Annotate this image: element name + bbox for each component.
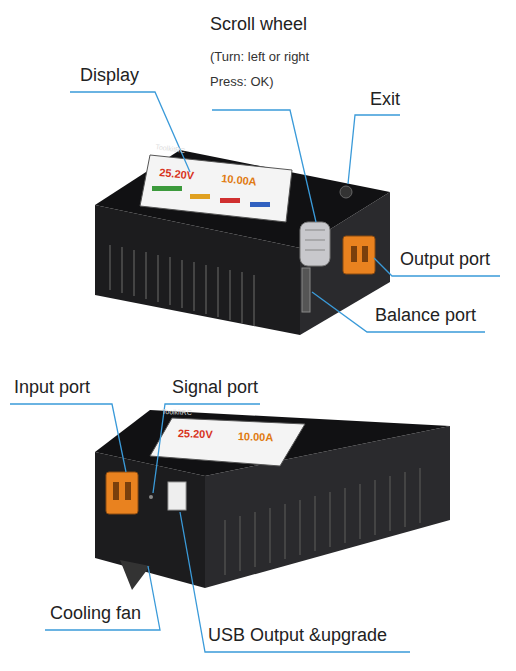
part-label: Cooling fan [50,603,141,624]
part-label: USB Output &upgrade [208,625,387,646]
usb-port [168,482,186,510]
scroll-wheel [300,222,330,266]
brand-mark: ToolkitRC [162,408,192,417]
charger-top-view [95,150,390,335]
part-label: Exit [370,89,400,110]
balance-port [302,268,310,312]
screen-bar [250,202,270,207]
exit-button [340,186,352,198]
vents [110,245,254,326]
part-label: Display [80,65,139,86]
part-label: Balance port [375,305,476,326]
charger-rear-view [95,410,450,590]
display-screen [140,155,292,222]
part-label: Scroll wheel [210,14,307,35]
leader-lines [10,92,500,652]
top-face [95,150,390,248]
foot [120,560,150,590]
output-port [343,236,375,274]
usage-note: (Turn: left or right Press: OK) [210,44,345,94]
part-label: Signal port [172,377,258,398]
vents [225,468,420,575]
part-label: Output port [400,249,490,270]
brand-mark: ToolkitRC [155,143,186,155]
part-label: Input port [14,377,90,398]
screen-current: 10.00A [221,172,258,188]
screen-voltage: 25.20V [178,427,213,440]
screen-current: 10.00A [238,430,274,443]
screen-bar [152,186,182,191]
screen-voltage: 25.20V [159,166,195,182]
display-screen [150,418,305,466]
signal-port [149,495,153,499]
screen-bar [220,198,240,203]
screen-bar [190,194,210,199]
input-port [106,472,138,514]
top-face [95,410,450,476]
